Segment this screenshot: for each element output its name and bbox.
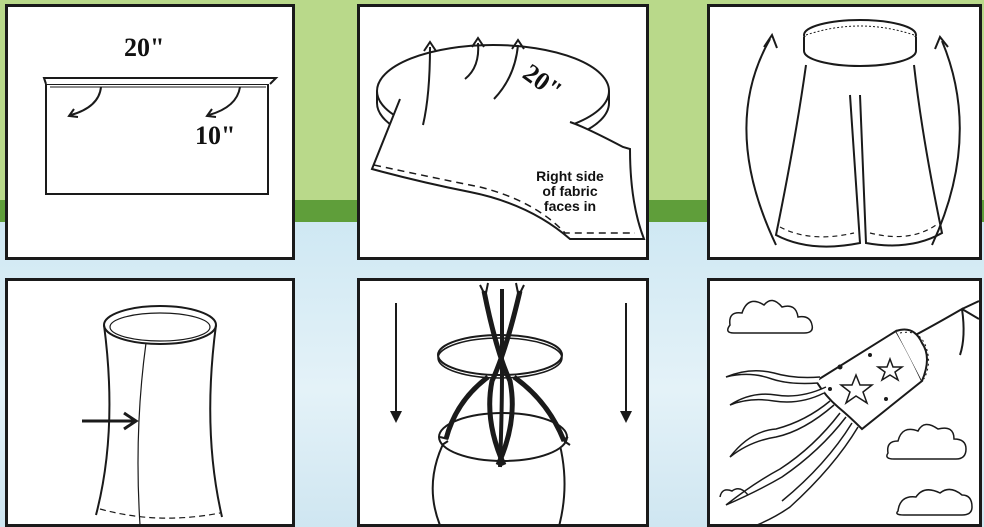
step-3-panel [707,4,982,260]
step-4-panel [5,278,295,527]
step-2-panel: 20" Right side of fabric faces in [357,4,649,260]
step-3-turn-diagram [745,19,961,248]
step-5-panel [357,278,649,527]
note-line-3: faces in [543,198,597,214]
step-6-windsock-scene [719,299,979,524]
step-5-attach-diagram [390,282,632,524]
step-1-panel: 20" 10" [5,4,295,260]
note-line-1: Right side [536,168,604,184]
step-1-fold-diagram [42,77,279,195]
width-label: 20" [124,33,165,62]
note-line-2: of fabric [542,183,598,199]
step-6-panel [707,278,982,527]
step-2-sewing-diagram [370,36,646,240]
step-4-tube-diagram [82,305,223,524]
fold-height-label: 10" [195,121,236,150]
right-side-note: Right side of fabric faces in [528,169,612,214]
